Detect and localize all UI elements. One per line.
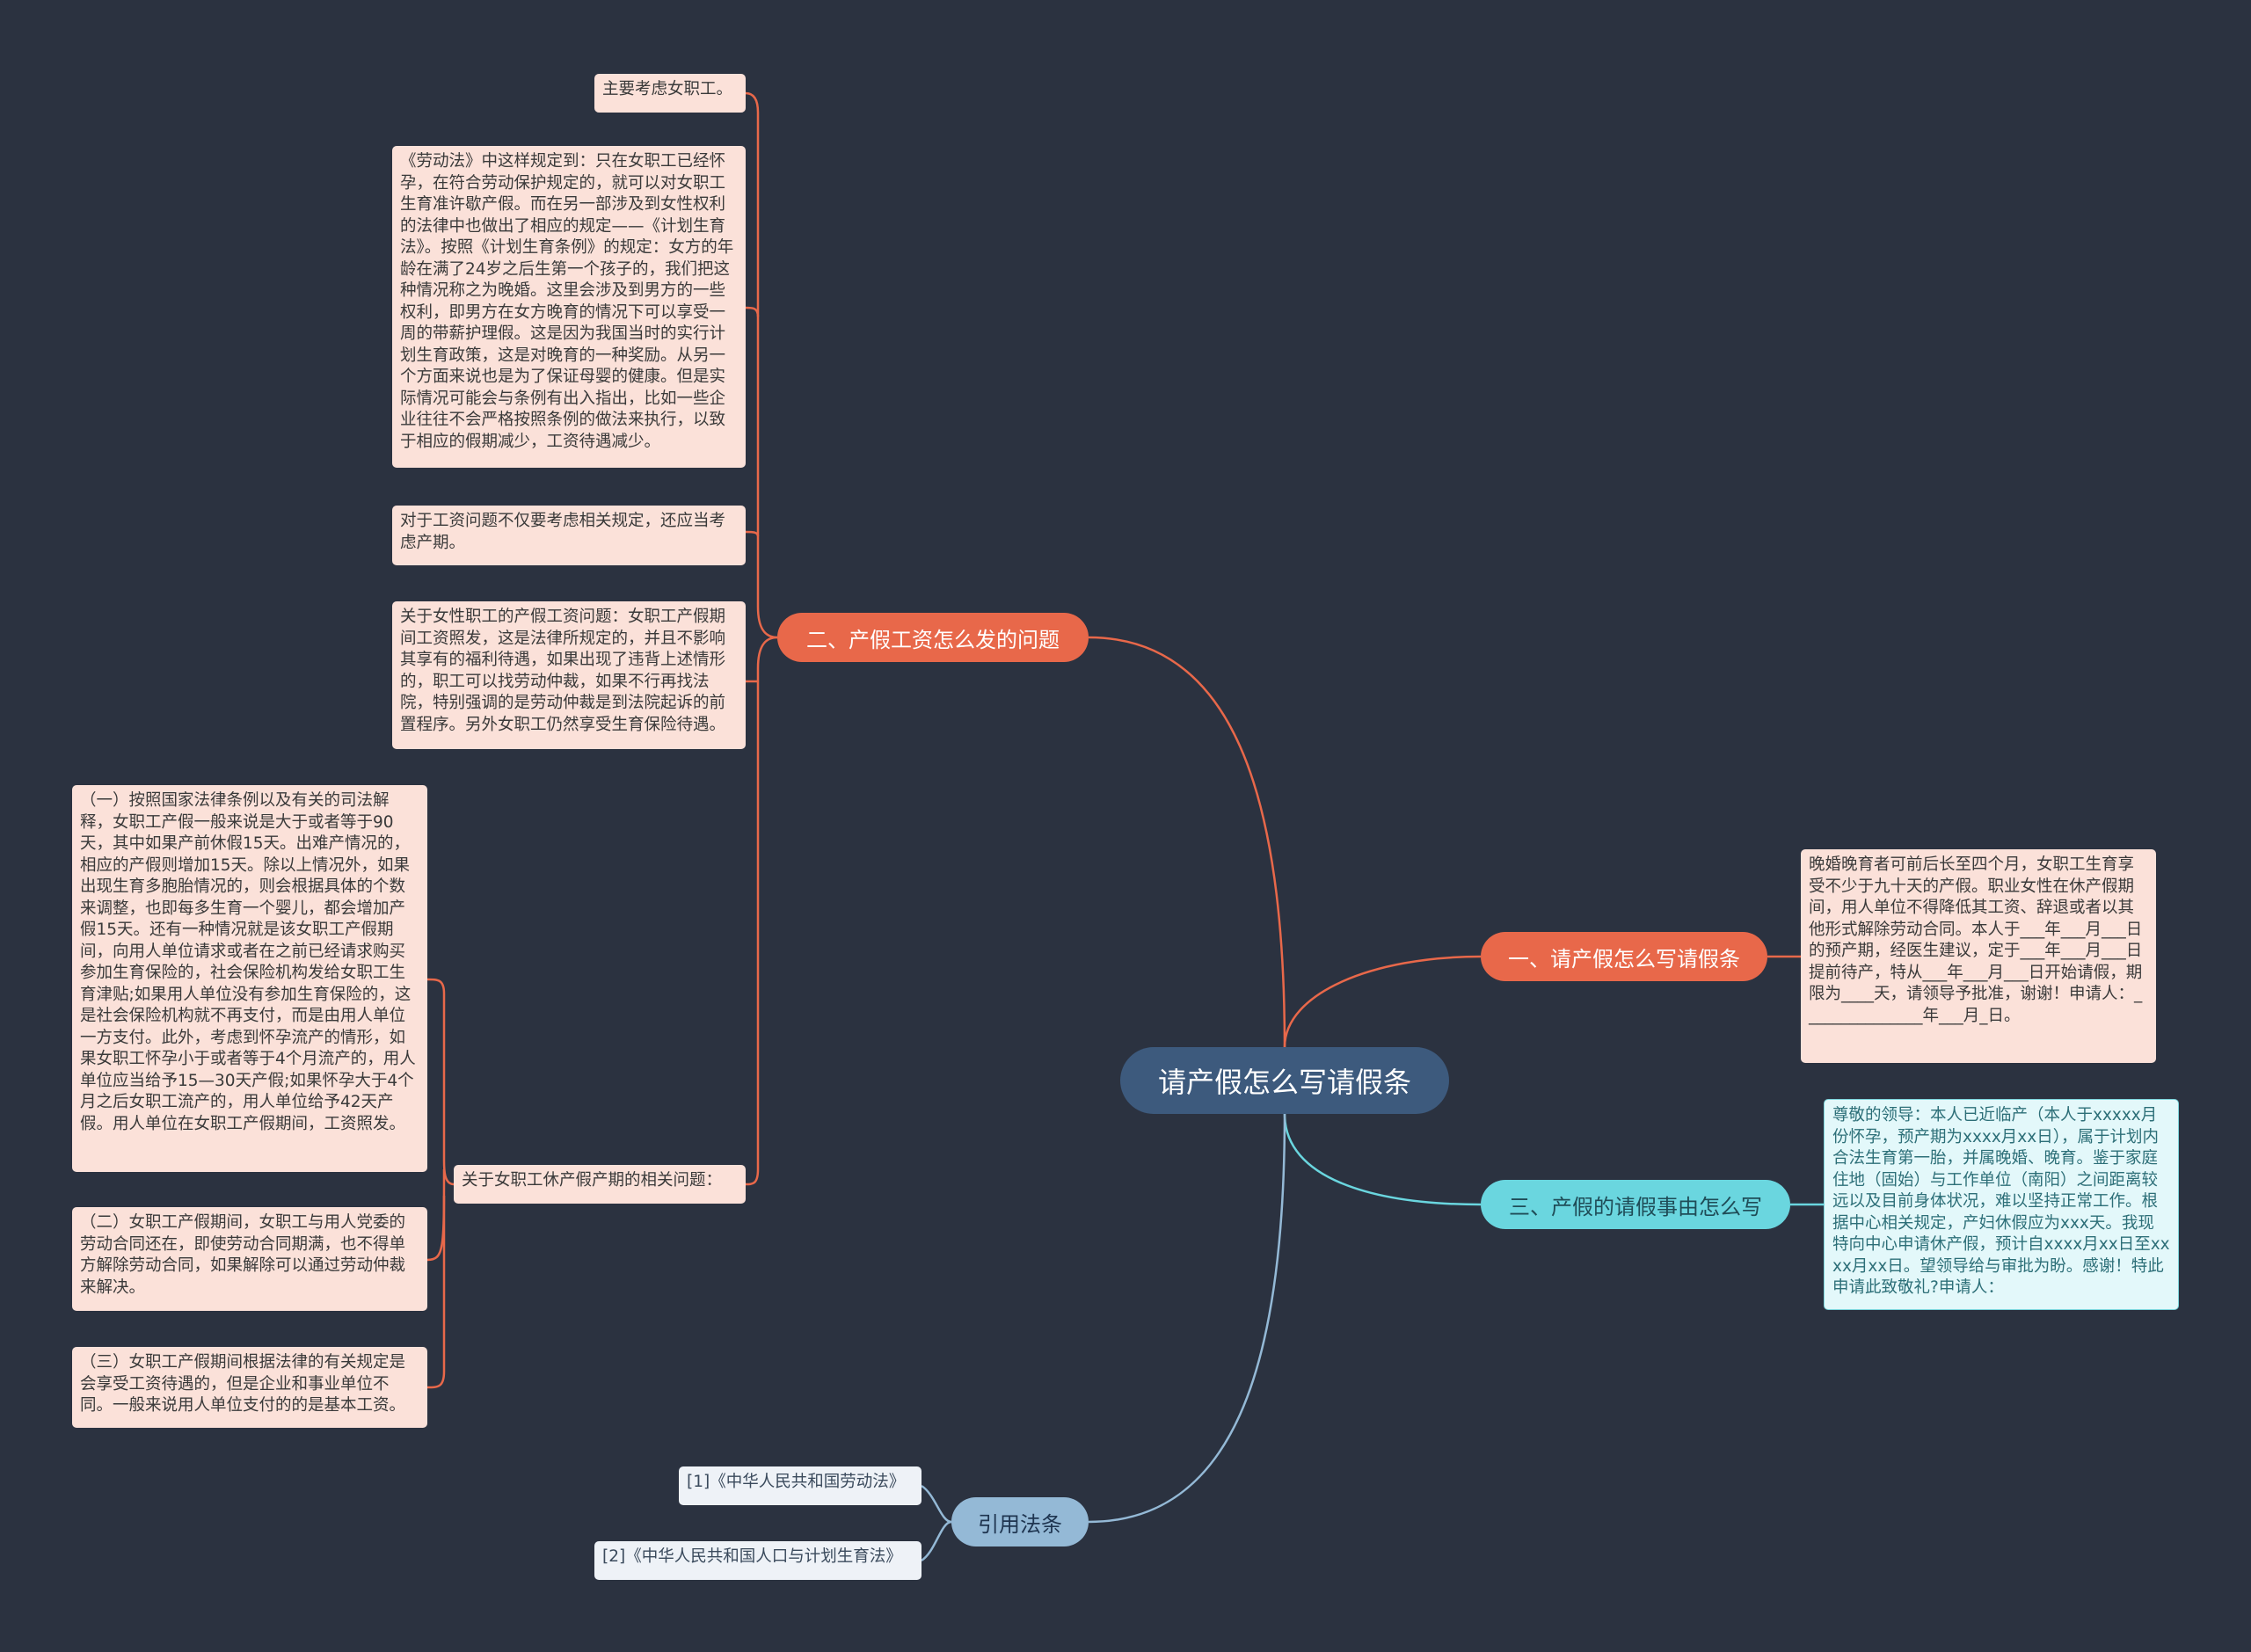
edge-b2-l1 [745, 91, 778, 639]
leaf-salary-rights: 关于女性职工的产假工资问题：女职工产假期间工资照发，这是法律所规定的，并且不影响… [392, 601, 746, 749]
edge-l5-c3 [426, 1196, 446, 1389]
leaf-leave-item-1: （一）按照国家法律条例以及有关的司法解释，女职工产假一般来说是大于或者等于90天… [72, 785, 427, 1172]
branch-how-to-write[interactable]: 一、请产假怎么写请假条 [1481, 932, 1767, 981]
edge-root-b3 [1283, 1113, 1482, 1206]
branch-salary[interactable]: 二、产假工资怎么发的问题 [777, 613, 1089, 662]
edge-l5-c2 [426, 1168, 446, 1262]
edge-root-b4 [1088, 1113, 1286, 1524]
ref-population-law[interactable]: [2]《中华人民共和国人口与计划生育法》 [594, 1541, 922, 1580]
leaf-how-to-write: 晚婚晚育者可前后长至四个月，女职工生育享受不少于九十天的产假。职业女性在休产假期… [1801, 849, 2156, 1063]
edge-b2-l2 [745, 306, 760, 317]
branch-reason[interactable]: 三、产假的请假事由怎么写 [1481, 1180, 1790, 1229]
edge-root-b2 [1088, 636, 1286, 1048]
edge-b2-l5 [745, 636, 778, 1186]
leaf-leave-item-2: （二）女职工产假期间，女职工与用人党委的劳动合同还在，即使劳动合同期满，也不得单… [72, 1207, 427, 1311]
ref-labor-law[interactable]: [1]《中华人民共和国劳动法》 [679, 1466, 922, 1505]
edge-l5-c1 [426, 978, 455, 1186]
leaf-labor-law: 《劳动法》中这样规定到：只在女职工已经怀孕，在符合劳动保护规定的，就可以对女职工… [392, 146, 746, 468]
edge-b4-r2 [921, 1520, 952, 1562]
leaf-salary-consider: 主要考虑女职工。 [594, 74, 746, 113]
leaf-salary-period: 对于工资问题不仅要考虑相关规定，还应当考虑产期。 [392, 506, 746, 565]
branch-references[interactable]: 引用法条 [951, 1497, 1089, 1546]
leaf-leave-issues: 关于女职工休产假产期的相关问题： [454, 1165, 746, 1204]
leaf-reason-sample: 尊敬的领导：本人已近临产（本人于xxxxx月份怀孕，预产期为xxxx月xx日），… [1824, 1099, 2179, 1310]
leaf-leave-item-3: （三）女职工产假期间根据法律的有关规定是会享受工资待遇的，但是企业和事业单位不同… [72, 1347, 427, 1428]
edge-root-b1 [1283, 955, 1482, 1048]
edge-b4-r1 [921, 1484, 952, 1524]
edge-b2-l3 [745, 530, 760, 537]
root-topic[interactable]: 请产假怎么写请假条 [1120, 1047, 1449, 1114]
